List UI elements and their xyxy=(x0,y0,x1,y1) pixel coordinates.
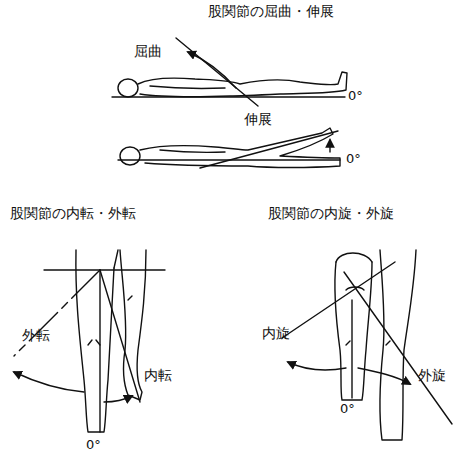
motion-label: 内旋 xyxy=(262,326,290,341)
zero-line xyxy=(99,270,100,432)
external-arrow xyxy=(358,368,410,384)
baseline xyxy=(112,96,345,97)
section-heading: 股関節の内転・外転 xyxy=(10,206,136,221)
internal-arrow xyxy=(288,362,346,370)
motion-label: 外旋 xyxy=(418,368,446,383)
extension-line xyxy=(200,131,338,168)
zero-line xyxy=(351,300,352,398)
motion-label: 屈曲 xyxy=(134,44,162,59)
motion-label: 伸展 xyxy=(244,112,272,127)
external-rotation-line xyxy=(344,272,452,424)
standing-legs xyxy=(76,250,146,432)
adduction-line xyxy=(100,270,140,402)
pelvis-line xyxy=(44,269,165,270)
angle-label: 0° xyxy=(346,152,361,166)
extension-arrow xyxy=(329,140,330,152)
standing-legs xyxy=(335,250,416,440)
flexion-arrow xyxy=(188,52,236,88)
prone-figure xyxy=(120,128,340,168)
section-heading: 股関節の内旋・外旋 xyxy=(268,206,394,221)
motion-label: 外転 xyxy=(22,328,50,343)
abduction-arrow xyxy=(14,372,84,392)
abduction-line xyxy=(14,270,100,356)
motion-label: 内転 xyxy=(144,368,172,383)
angle-label: 0° xyxy=(86,438,101,452)
internal-rotation-line xyxy=(282,262,395,338)
flexion-line xyxy=(176,38,258,106)
adduction-arrow xyxy=(104,396,132,402)
section-heading: 股関節の屈曲・伸展 xyxy=(208,4,334,19)
angle-label: 0° xyxy=(340,402,355,416)
angle-label: 0° xyxy=(348,89,363,103)
